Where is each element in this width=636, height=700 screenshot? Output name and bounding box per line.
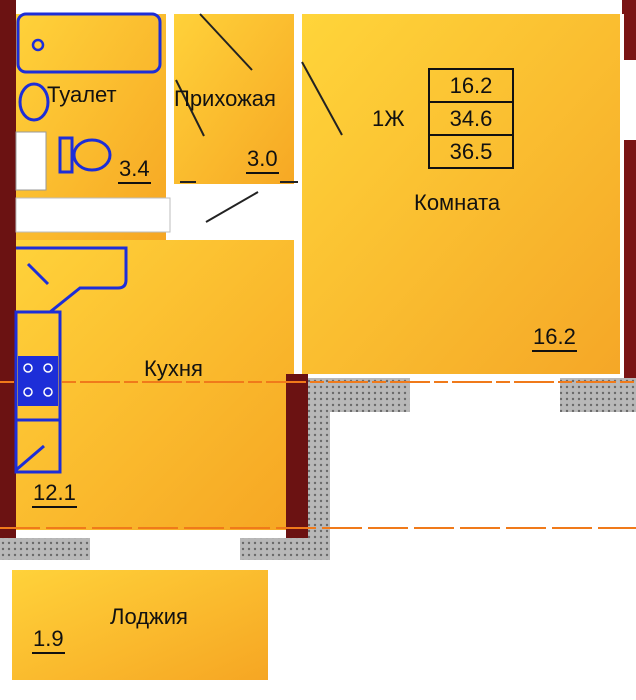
kitchen-area: 12.1 <box>32 482 77 508</box>
kitchen-counter <box>14 246 128 474</box>
kitchen-floor <box>16 240 298 530</box>
toilet-label: Туалет <box>47 82 117 107</box>
area-summary-table: 16.2 34.6 36.5 <box>428 68 514 169</box>
apartment-type: 1Ж <box>372 106 405 131</box>
loggia-floor <box>12 570 268 680</box>
hallway-floor <box>170 14 300 190</box>
right-wall <box>622 0 636 380</box>
bathtub <box>16 12 162 74</box>
loggia-label: Лоджия <box>110 604 188 629</box>
room-label: Комната <box>414 190 501 215</box>
room-area: 16.2 <box>532 326 577 352</box>
room-floor <box>298 14 620 374</box>
hallway-area: 3.0 <box>246 148 279 174</box>
total-with-loggia-value: 36.5 <box>449 139 493 164</box>
sink <box>18 82 50 122</box>
hallway-label: Прихожая <box>174 86 276 111</box>
loggia-area: 1.9 <box>32 628 65 654</box>
toilet-bowl <box>58 136 112 174</box>
total-area-value: 34.6 <box>430 103 512 136</box>
left-exterior-wall <box>0 0 16 540</box>
living-area-value: 16.2 <box>430 70 512 103</box>
stove <box>18 356 58 406</box>
kitchen-label: Кухня <box>144 356 203 381</box>
toilet-area: 3.4 <box>118 158 151 184</box>
